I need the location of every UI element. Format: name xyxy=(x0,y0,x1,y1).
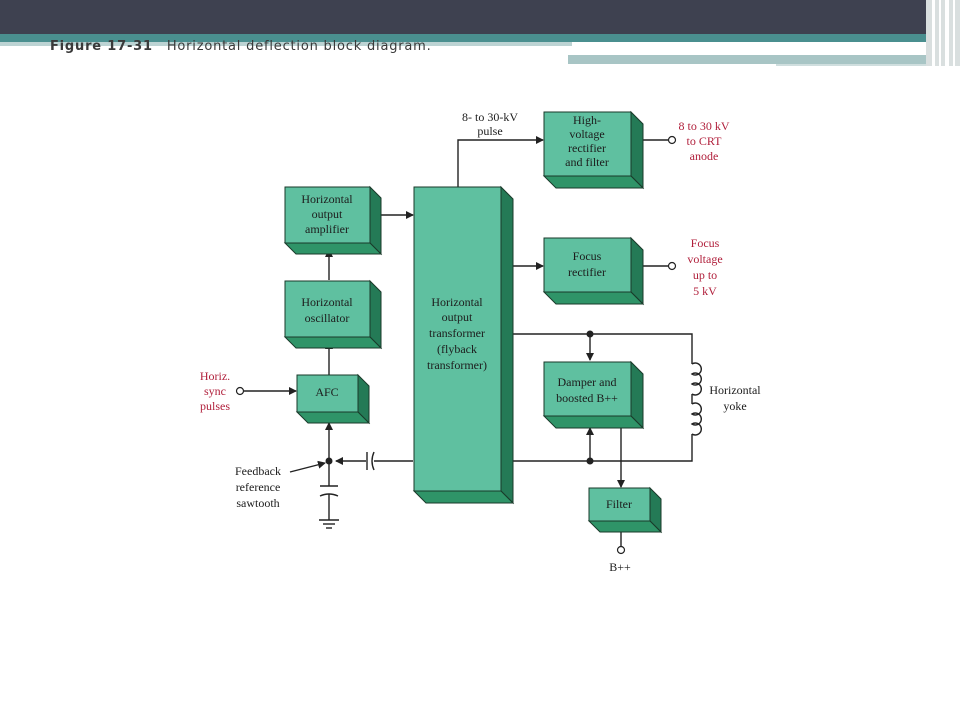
focus-terminal xyxy=(667,261,677,271)
corner-decoration xyxy=(926,0,960,66)
bpp-terminal xyxy=(616,545,626,555)
anode-terminal xyxy=(667,135,677,145)
accent-stripe-thin xyxy=(776,64,926,66)
junction-dot xyxy=(325,457,333,465)
yoke-label: Horizontal yoke xyxy=(709,383,761,413)
filter-block: Filter xyxy=(587,486,663,534)
focus-line: rectifier xyxy=(568,265,606,279)
feedback-line: Feedback xyxy=(235,464,281,478)
flyback-line: transformer xyxy=(429,326,485,340)
feedback-line: reference xyxy=(236,480,281,494)
focus-volt-line: 5 kV xyxy=(693,284,717,298)
sync-line: pulses xyxy=(200,399,230,413)
focus-volt-line: up to xyxy=(693,268,717,282)
damper-line: Damper and xyxy=(558,375,617,389)
damper-line: boosted B++ xyxy=(556,391,618,405)
pulse-line: pulse xyxy=(477,124,502,138)
oscillator-block: Horizontal oscillator xyxy=(283,279,383,350)
filter-label: Filter xyxy=(606,497,632,511)
damper-block: Damper and boosted B++ xyxy=(542,360,645,430)
sync-line: sync xyxy=(204,384,226,398)
feedback-line: sawtooth xyxy=(236,496,279,510)
amp-line: output xyxy=(312,207,343,221)
anode-line: anode xyxy=(690,149,719,163)
figure-title: Horizontal deflection block diagram. xyxy=(166,39,432,54)
accent-band xyxy=(0,34,960,42)
figure-number: Figure 17-31 xyxy=(50,39,153,54)
figure-caption: Figure 17-31 Horizontal deflection block … xyxy=(50,39,432,54)
pulse-line: 8- to 30-kV xyxy=(462,110,518,124)
focus-voltage-label: Focus voltage up to 5 kV xyxy=(687,236,722,298)
feedback-label: Feedback reference sawtooth xyxy=(235,464,281,510)
ground-icon xyxy=(319,519,339,529)
flyback-line: output xyxy=(442,310,473,324)
accent-stripe-left xyxy=(0,42,572,46)
osc-line: oscillator xyxy=(305,311,350,325)
afc-block: AFC xyxy=(295,373,371,425)
focus-volt-line: Focus xyxy=(691,236,720,250)
afc-label: AFC xyxy=(315,385,338,399)
accent-stripe-gap xyxy=(572,46,890,52)
amp-line: Horizontal xyxy=(301,192,353,206)
bpp-label: B++ xyxy=(609,560,631,574)
anode-line: to CRT xyxy=(687,134,723,148)
flyback-line: (flyback xyxy=(437,342,477,356)
flyback-line: transformer) xyxy=(427,358,487,372)
junction-dot xyxy=(586,457,594,465)
osc-line: Horizontal xyxy=(301,295,353,309)
yoke-line: Horizontal xyxy=(709,383,761,397)
accent-stripe-right xyxy=(568,55,940,64)
junction-dot xyxy=(586,330,594,338)
anode-line: 8 to 30 kV xyxy=(679,119,730,133)
focus-line: Focus xyxy=(573,249,602,263)
ground-capacitor xyxy=(319,485,339,497)
title-bar xyxy=(0,0,960,34)
focus-rectifier-block: Focus rectifier xyxy=(542,236,645,306)
sync-line: Horiz. xyxy=(200,369,230,383)
flyback-line: Horizontal xyxy=(431,295,483,309)
coupling-capacitor xyxy=(366,451,375,471)
focus-volt-line: voltage xyxy=(687,252,722,266)
yoke-line: yoke xyxy=(723,399,746,413)
hv-line: rectifier xyxy=(568,141,606,155)
hv-line: voltage xyxy=(569,127,604,141)
hv-line: High- xyxy=(573,113,601,127)
hv-line: and filter xyxy=(565,155,609,169)
sync-terminal xyxy=(235,386,245,396)
amp-line: amplifier xyxy=(305,222,349,236)
